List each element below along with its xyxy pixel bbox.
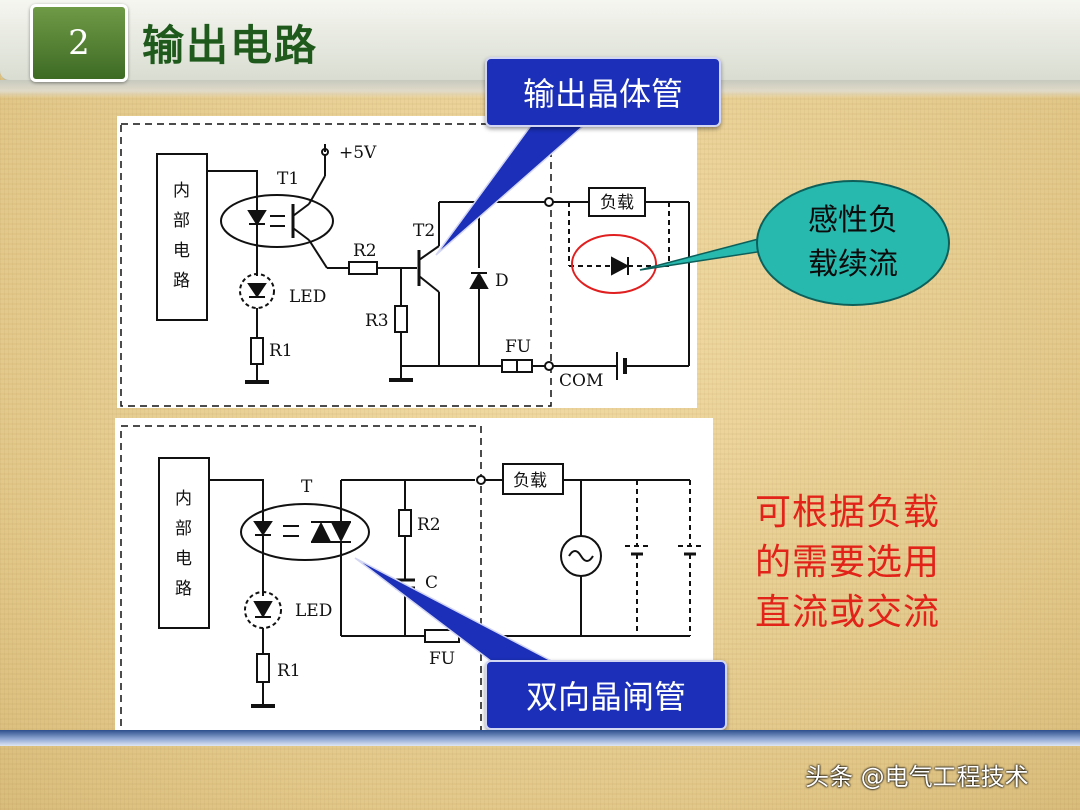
label-r1: R1	[269, 341, 293, 361]
internal-circuit-char-1: 内	[173, 181, 190, 201]
transistor-callout: 输出晶体管	[485, 57, 721, 127]
note-line1: 可根据负载	[755, 492, 941, 533]
transistor-output-diagram: 内 部 电 路 T1 +5V LED R1 R2 R3 T2 D FU COM …	[117, 116, 697, 408]
fuse-fu-2	[424, 629, 460, 643]
internal-circuit-2-char-3: 电	[175, 549, 192, 569]
source-watermark: 头条 @电气工程技术	[805, 763, 1029, 791]
label-r1-2: R1	[277, 661, 301, 681]
internal-circuit-2-char-2: 部	[175, 519, 192, 539]
label-led-2: LED	[295, 601, 332, 621]
label-load-1: 负载	[600, 193, 634, 213]
resistor-r2-2	[398, 509, 412, 537]
resistor-r2	[348, 261, 378, 275]
label-t1: T1	[277, 169, 299, 189]
resistor-r1	[250, 337, 264, 365]
slide-number: 2	[68, 23, 90, 63]
note-line2: 的需要选用	[755, 542, 941, 583]
inductive-callout-line1: 感性负	[808, 203, 898, 238]
label-c: C	[425, 573, 438, 593]
output-module-boundary	[120, 123, 552, 407]
optocoupler-t1	[220, 194, 334, 248]
slide-number-badge: 2	[30, 4, 128, 82]
triac-callout-text: 双向晶闸管	[525, 678, 686, 716]
label-t2: T2	[413, 221, 435, 241]
inductive-callout-line2: 载续流	[808, 247, 898, 282]
resistor-r3	[394, 305, 408, 333]
label-r2-2: R2	[417, 515, 441, 535]
internal-circuit-block-2	[158, 457, 210, 629]
triac-callout: 双向晶闸管	[485, 660, 727, 730]
internal-circuit-2-char-1: 内	[175, 489, 192, 509]
label-r3: R3	[365, 311, 389, 331]
bottom-decorative-bar	[0, 730, 1080, 746]
internal-circuit-2-char-4: 路	[175, 579, 192, 599]
inductive-load-callout: 感性负 载续流	[756, 180, 950, 306]
resistor-r1-2	[256, 653, 270, 683]
transistor-callout-text: 输出晶体管	[522, 75, 683, 113]
label-fu-2: FU	[429, 649, 455, 669]
triac-symbol	[311, 521, 331, 541]
ac-dc-note: 可根据负载 的需要选用 直流或交流	[755, 488, 975, 638]
internal-circuit-char-2: 部	[173, 211, 190, 231]
internal-circuit-block	[156, 153, 208, 321]
slide-title: 输出电路	[142, 21, 319, 70]
internal-circuit-char-4: 路	[173, 271, 190, 291]
internal-circuit-char-3: 电	[173, 241, 190, 261]
label-load-2: 负载	[513, 471, 547, 491]
label-d: D	[495, 271, 509, 291]
optocoupler-t	[240, 503, 370, 561]
label-vcc: +5V	[339, 143, 377, 163]
note-line3: 直流或交流	[755, 592, 941, 633]
label-fu: FU	[505, 337, 531, 357]
label-led: LED	[289, 287, 326, 307]
label-com: COM	[559, 371, 603, 391]
label-r2: R2	[353, 241, 377, 261]
transistor-output-schematic: 内 部 电 路 T1 +5V LED R1 R2 R3 T2 D FU COM …	[120, 123, 690, 407]
label-t: T	[301, 477, 313, 497]
led-indicator	[239, 273, 275, 309]
diode-d	[469, 271, 489, 289]
